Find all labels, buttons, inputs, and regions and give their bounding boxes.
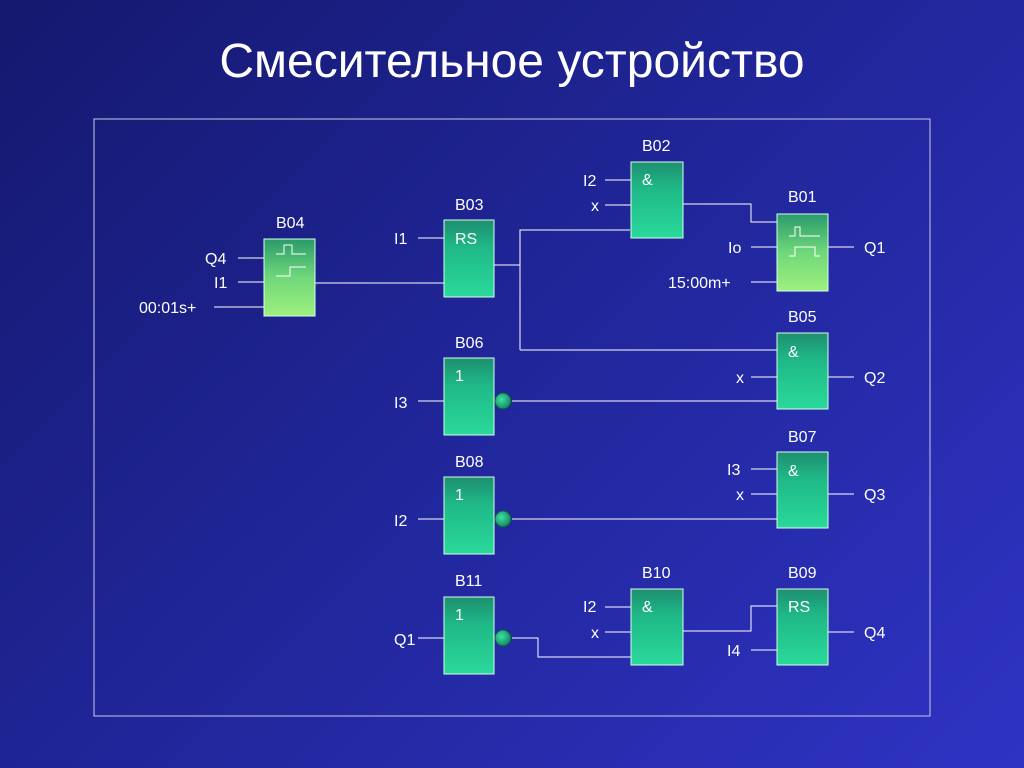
signal-label: I3 [727, 462, 740, 479]
block-b04-name: B04 [276, 215, 305, 232]
pulse-wide-icon [789, 246, 820, 257]
block-b10-symbol: & [642, 599, 653, 616]
signal-label: Q3 [864, 487, 885, 504]
inverter-bubble [494, 510, 512, 528]
block-b06-name: B06 [455, 335, 484, 352]
block-b08-name: B08 [455, 454, 484, 471]
pulse-icon [276, 244, 306, 255]
signal-label: I2 [583, 173, 596, 190]
pulse-icon [789, 226, 820, 237]
block-b07: & B07 [776, 429, 829, 529]
inverter-bubble [494, 629, 512, 647]
signal-label: Q4 [205, 251, 226, 268]
block-b11: 1 B11 [443, 573, 512, 675]
signal-label: Q2 [864, 370, 885, 387]
block-b03: RS B03 [443, 197, 495, 298]
signal-label: 15:00m+ [668, 275, 731, 292]
block-b02: & B02 [630, 138, 684, 239]
block-b11-name: B11 [455, 573, 482, 590]
block-b08-symbol: 1 [455, 487, 464, 504]
block-b07-name: B07 [788, 429, 817, 446]
block-b06-symbol: 1 [455, 368, 464, 385]
signal-label: 00:01s+ [139, 300, 196, 317]
block-b03-name: B03 [455, 197, 484, 214]
block-b10-name: B10 [642, 565, 671, 582]
diagram-frame [93, 118, 931, 717]
signal-label: Q4 [864, 625, 885, 642]
signal-label: Q1 [864, 240, 885, 257]
signal-label: x [736, 370, 744, 387]
signal-label: I2 [583, 599, 596, 616]
block-b07-symbol: & [788, 463, 799, 480]
wires [214, 179, 854, 658]
inverter-bubble [494, 392, 512, 410]
block-b05: & B05 [776, 309, 829, 410]
block-b11-symbol: 1 [455, 607, 464, 624]
signal-label: x [736, 487, 744, 504]
signal-label: I4 [727, 643, 740, 660]
signal-label: Io [728, 240, 741, 257]
slide-title: Смесительное устройство [219, 35, 805, 88]
block-b10: & B10 [630, 565, 684, 666]
signal-label: x [591, 198, 599, 215]
block-b09-symbol: RS [788, 599, 810, 616]
block-b09-name: B09 [788, 565, 817, 582]
block-b01-name: B01 [788, 189, 817, 206]
block-b02-symbol: & [642, 172, 653, 189]
signal-label: I1 [214, 275, 227, 292]
block-b05-name: B05 [788, 309, 817, 326]
signal-label: I1 [394, 231, 407, 248]
block-b03-symbol: RS [455, 231, 477, 248]
signal-label: I2 [394, 513, 407, 530]
block-b05-symbol: & [788, 344, 799, 361]
block-b02-name: B02 [642, 138, 671, 155]
block-b06: 1 B06 [443, 335, 512, 436]
signal-labels: Q4 I1 00:01s+ I1 I2 x Io 15:00m+ Q1 x Q2… [139, 173, 885, 660]
block-b04: B04 [263, 215, 316, 317]
block-b08: 1 B08 [443, 454, 512, 555]
step-icon [276, 266, 306, 277]
signal-label: I3 [394, 395, 407, 412]
signal-label: x [591, 625, 599, 642]
block-b01: B01 [776, 189, 829, 292]
block-b09: RS B09 [776, 565, 829, 666]
signal-label: Q1 [394, 632, 415, 649]
